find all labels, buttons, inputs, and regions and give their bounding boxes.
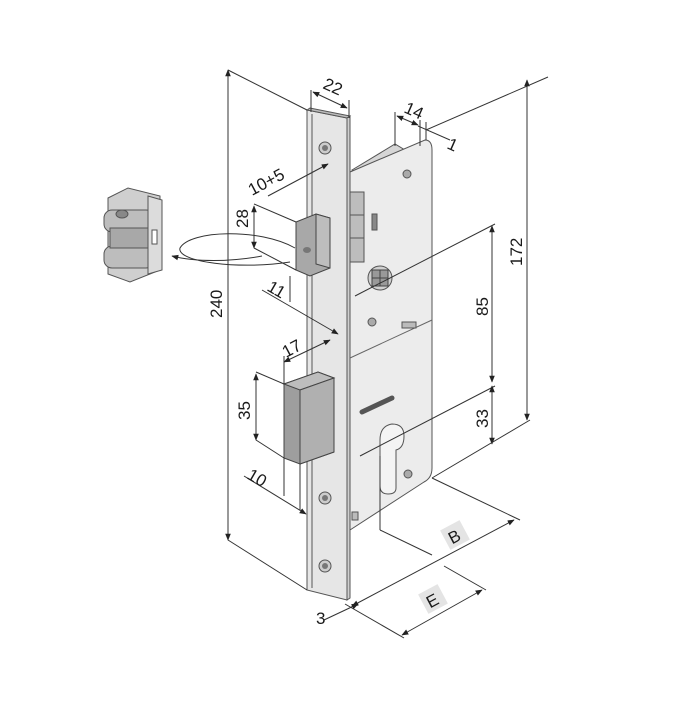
dim-B: B (351, 456, 521, 607)
reversible-latch-icon (103, 187, 163, 283)
dim-33: 33 (359, 385, 531, 479)
dim-3: 3 (316, 603, 359, 628)
dim-label-10plus5: 10+5 (245, 165, 288, 200)
deadbolt (282, 371, 336, 465)
dim-label-3: 3 (316, 609, 325, 628)
faceplate (305, 107, 352, 601)
dim-35: 35 (235, 371, 285, 459)
dim-label-1: 1 (444, 134, 460, 155)
dim-label-85: 85 (473, 297, 492, 316)
dim-label-17: 17 (279, 336, 305, 362)
dim-label-240: 240 (207, 290, 226, 318)
dim-label-172: 172 (507, 238, 526, 266)
rotation-arrow-icon (171, 233, 296, 266)
dim-240: 240 (207, 69, 308, 591)
dim-85: 85 (354, 223, 496, 383)
dim-172: 172 (507, 79, 530, 421)
dim-E: E (344, 565, 487, 639)
dim-28: 28 (233, 203, 297, 271)
lock-case (349, 139, 433, 531)
dim-label-11: 11 (264, 277, 289, 302)
dim-label-28: 28 (233, 209, 252, 228)
dim-label-10: 10 (244, 465, 270, 491)
latch-bolt (295, 213, 331, 277)
dim-label-33: 33 (473, 409, 492, 428)
dim-label-35: 35 (235, 401, 254, 420)
dim-10: 10 (243, 458, 307, 515)
dim-label-22: 22 (320, 74, 345, 99)
